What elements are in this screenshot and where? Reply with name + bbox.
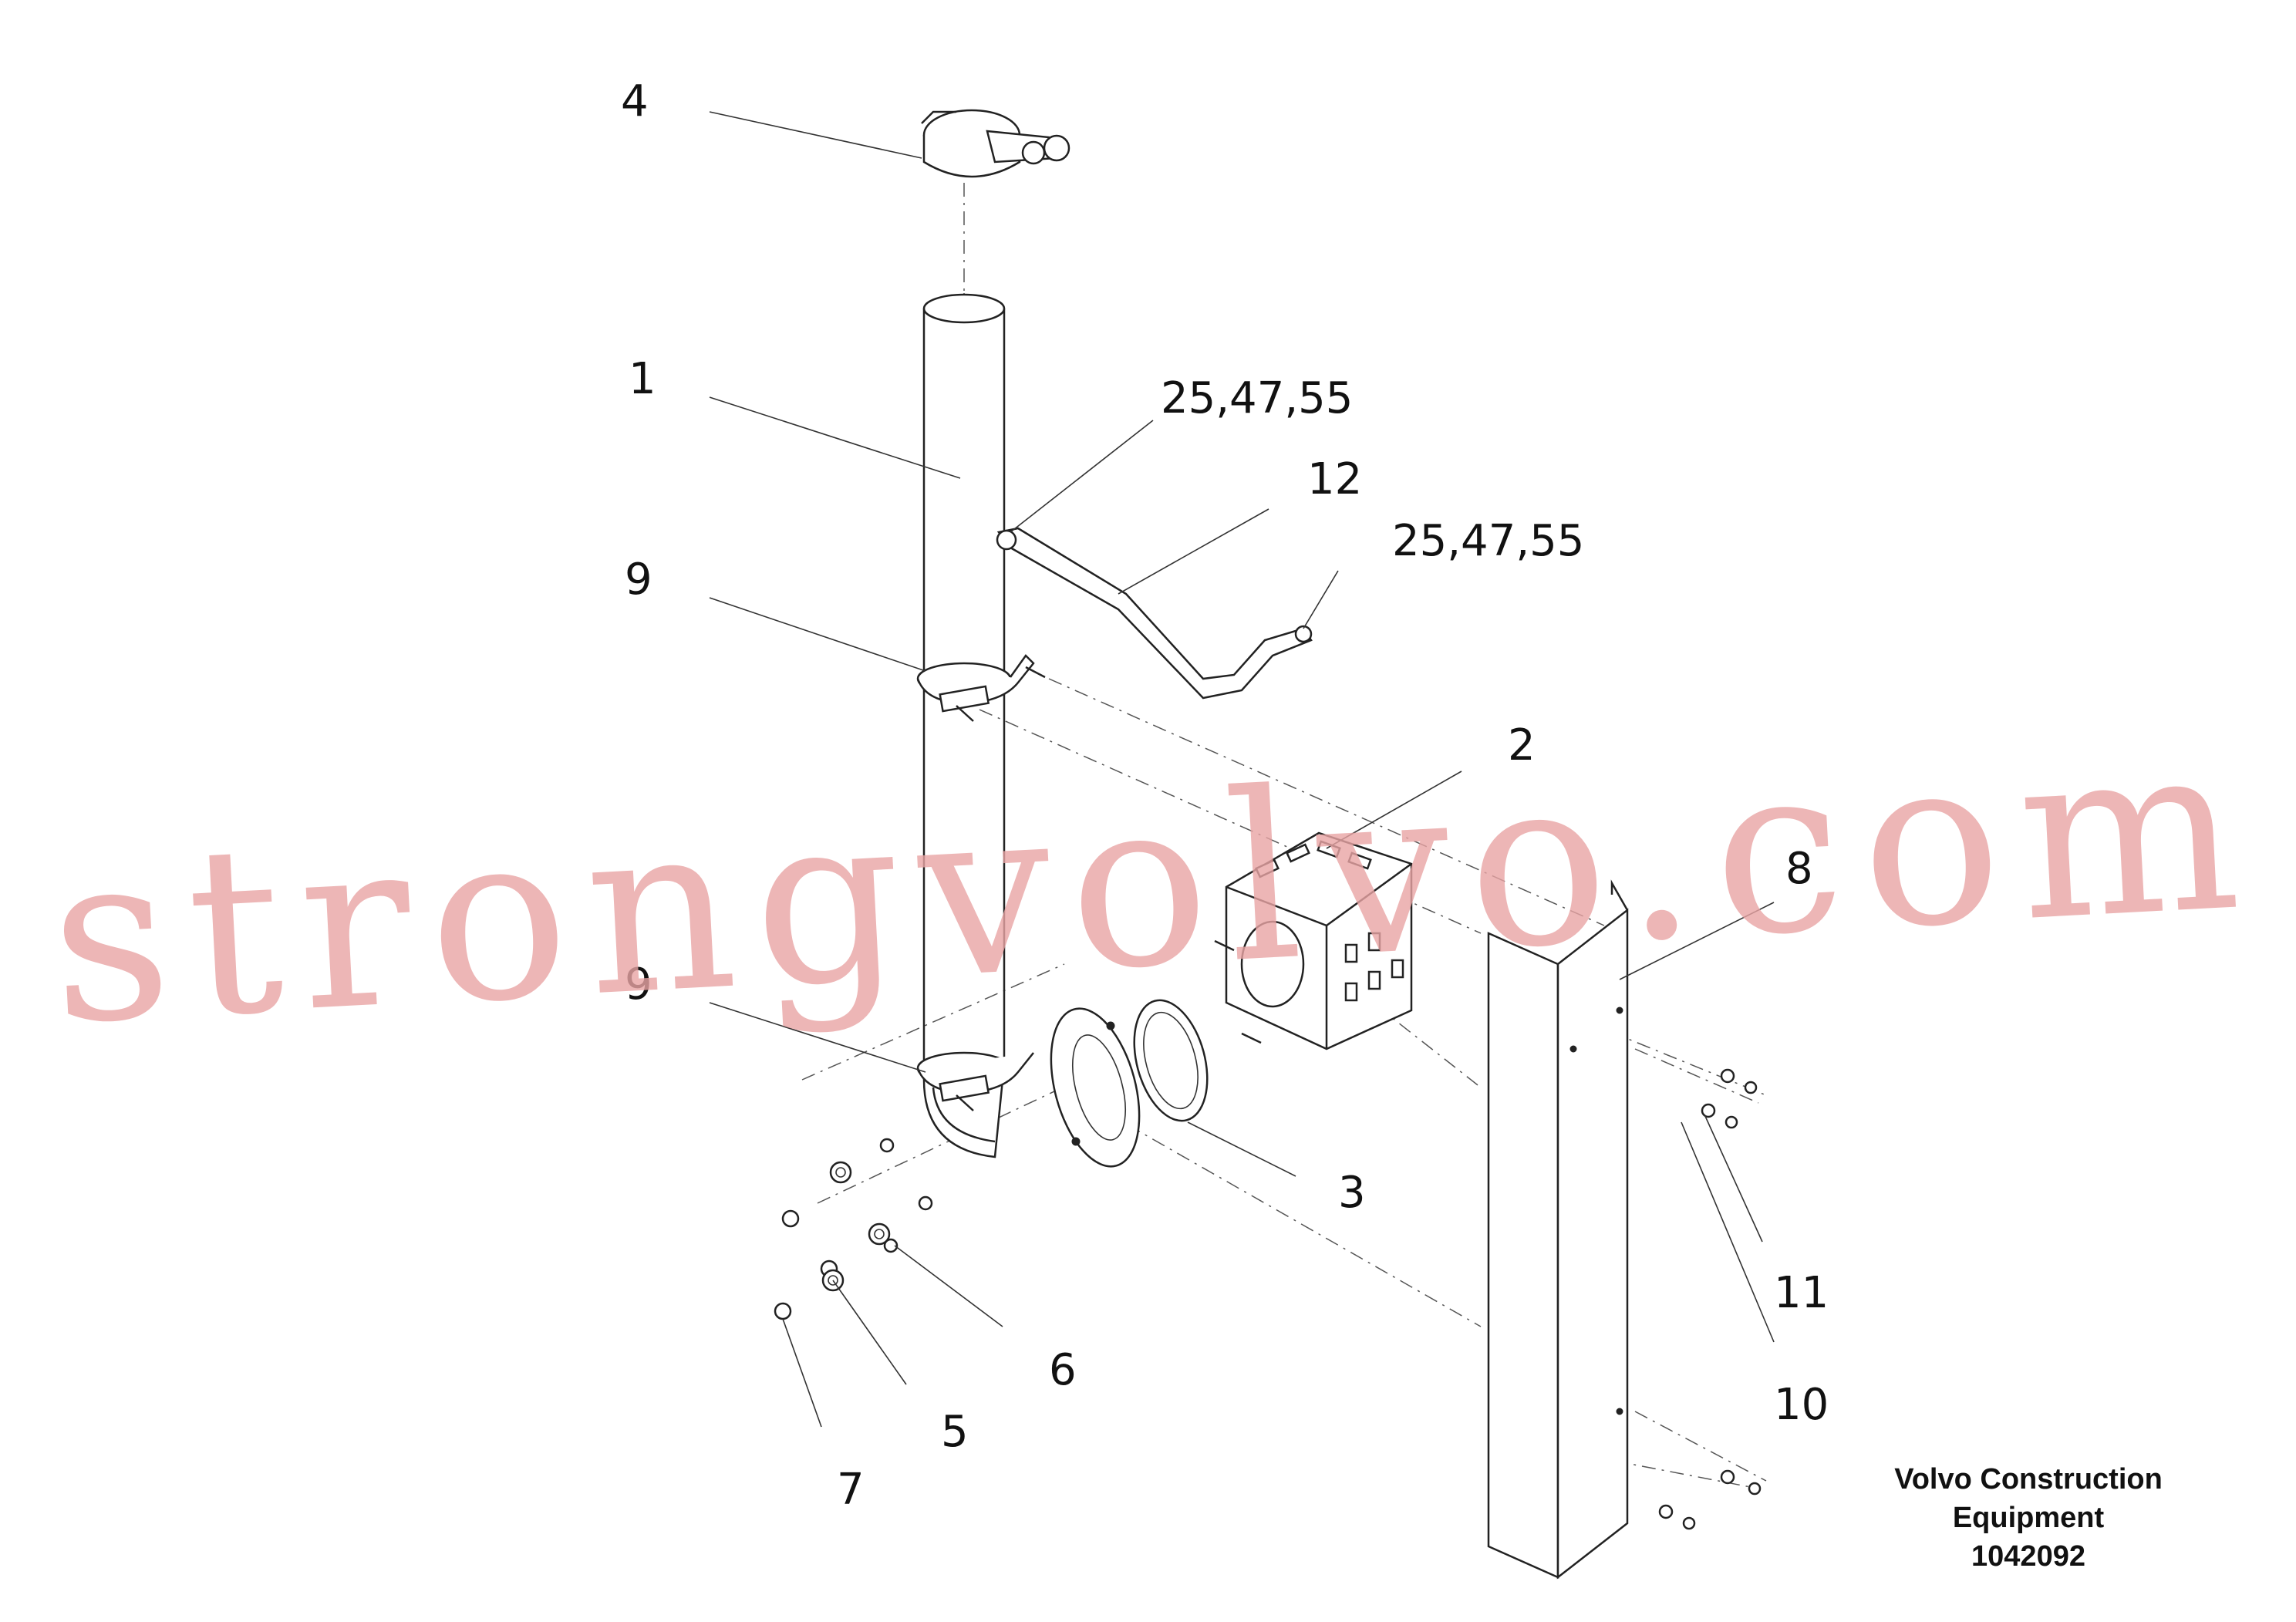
brand-line-1: Volvo Construction [1894,1463,2163,1496]
pipe-flange [1050,1007,1141,1168]
channel-bracket [1487,879,1629,1580]
exhaust-rain-cap [921,109,1070,178]
gasket-ring [1133,999,1209,1122]
callout-3: 3 [1338,1168,1366,1218]
callout-8: 8 [1785,844,1813,894]
callout-9-lower: 9 [625,959,652,1010]
brand-line-2: Equipment [1953,1502,2105,1534]
callouts: 4 1 25,47,55 12 25,47,55 9 2 8 9 3 6 5 7… [621,76,1829,1515]
muffler-vents [1255,840,1404,1002]
callout-10: 10 [1774,1380,1829,1430]
callout-7: 7 [837,1465,865,1515]
callout-11: 11 [1774,1268,1829,1318]
watermark-text: strongvolvo.com [44,691,2263,1075]
callout-6: 6 [1049,1345,1077,1395]
lower-pipe-clamp [916,1051,1034,1111]
brand-block: Volvo Construction Equipment 1042092 [1894,1463,2163,1573]
callout-25-47-55-top: 25,47,55 [1161,373,1353,423]
support-bracket [996,527,1313,700]
callout-1: 1 [629,354,656,404]
muffler-box [1214,831,1413,1050]
upper-pipe-clamp [916,654,1046,722]
callout-5: 5 [941,1407,969,1457]
callout-25-47-55-right: 25,47,55 [1392,516,1584,566]
brand-part-number: 1042092 [1971,1540,2085,1573]
callout-4: 4 [621,76,649,126]
leader-lines [709,111,1775,1428]
callout-9-upper: 9 [625,555,652,605]
fasteners [774,1068,1762,1530]
callout-12: 12 [1307,454,1362,504]
callout-2: 2 [1508,720,1536,771]
